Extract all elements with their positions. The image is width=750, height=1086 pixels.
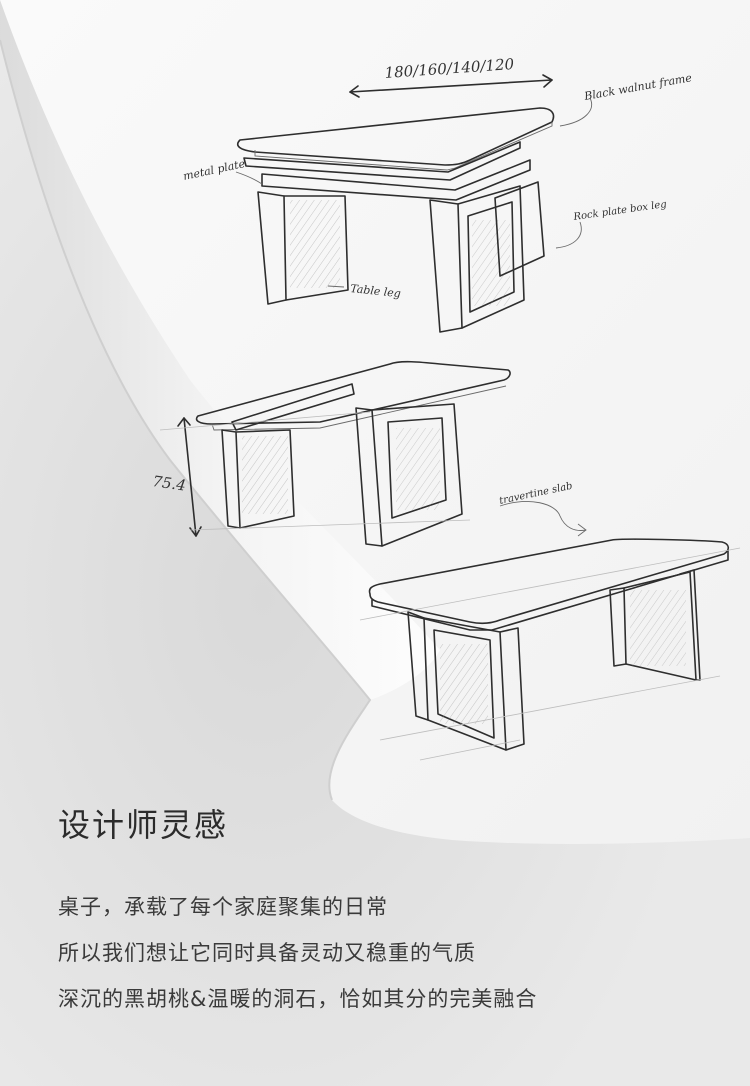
section-title: 设计师灵感: [58, 806, 229, 844]
inspiration-section: 设计师灵感 桌子，承载了每个家庭聚集的日常 所以我们想让它同时具备灵动又稳重的气…: [58, 800, 698, 1022]
annotation-table-leg: Table leg: [350, 282, 402, 300]
paper-sheet: [0, 0, 750, 844]
description-line: 深沉的黑胡桃&温暖的洞石，恰如其分的完美融合: [58, 987, 538, 1011]
sketch-slab-table: travertine slab: [359, 481, 741, 761]
annotation-height: 75.4: [151, 472, 187, 494]
description-line: 所以我们想让它同时具备灵动又稳重的气质: [58, 941, 476, 965]
sketch-height-table: 75.4: [151, 360, 511, 547]
paper-curl: [0, 0, 440, 700]
description: 桌子，承载了每个家庭聚集的日常 所以我们想让它同时具备灵动又稳重的气质 深沉的黑…: [58, 884, 698, 1022]
curl-edge: [0, 39, 372, 801]
description-line: 桌子，承载了每个家庭聚集的日常: [58, 895, 388, 919]
